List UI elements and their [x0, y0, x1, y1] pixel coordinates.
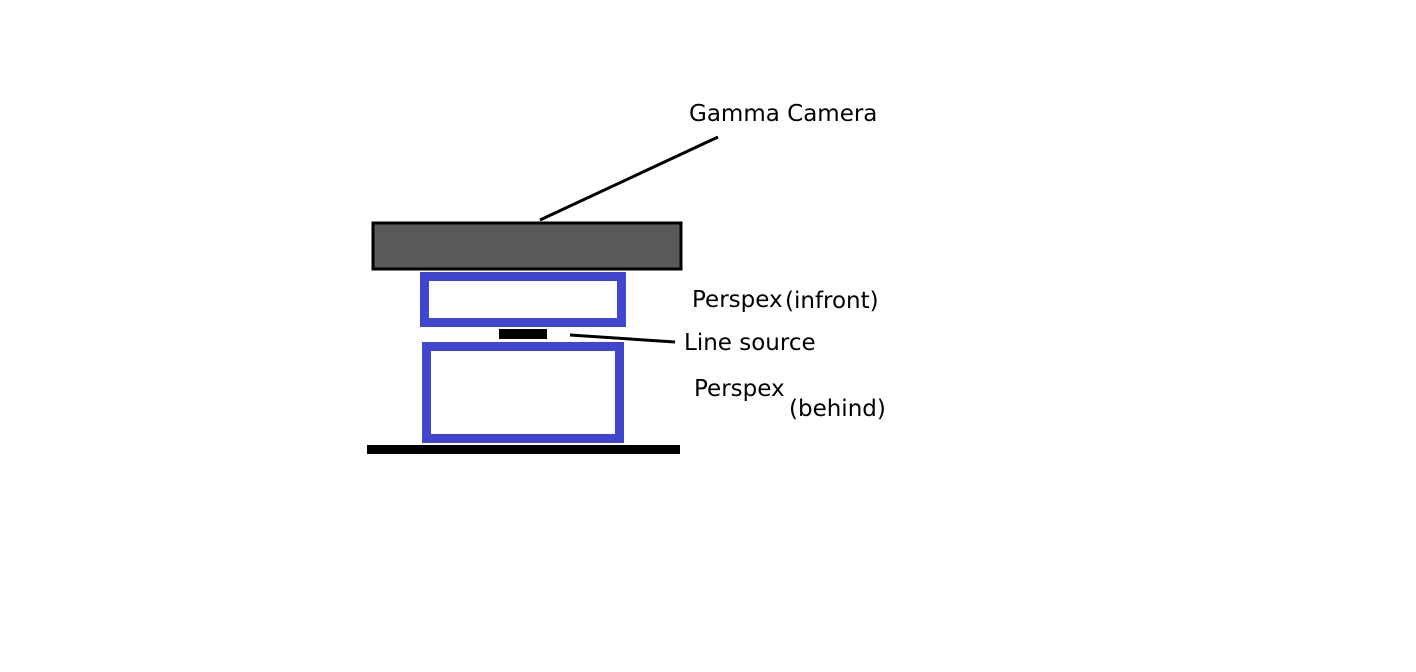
perspex-behind-label: Perspex [694, 376, 785, 402]
line-source-leader [569, 333, 676, 344]
perspex-front-label: Perspex [692, 287, 783, 313]
perspex-behind-qualifier: (behind) [789, 396, 886, 422]
gamma-camera-block [371, 221, 683, 271]
line-source-label: Line source [684, 330, 816, 356]
gamma-camera-label: Gamma Camera [689, 101, 878, 127]
line-source-block [499, 329, 547, 339]
perspex-behind-block [422, 342, 624, 443]
perspex-front-qualifier: (infront) [785, 288, 879, 314]
gamma-camera-leader [539, 135, 719, 222]
base-bar [367, 445, 680, 454]
perspex-front-block [420, 272, 626, 327]
